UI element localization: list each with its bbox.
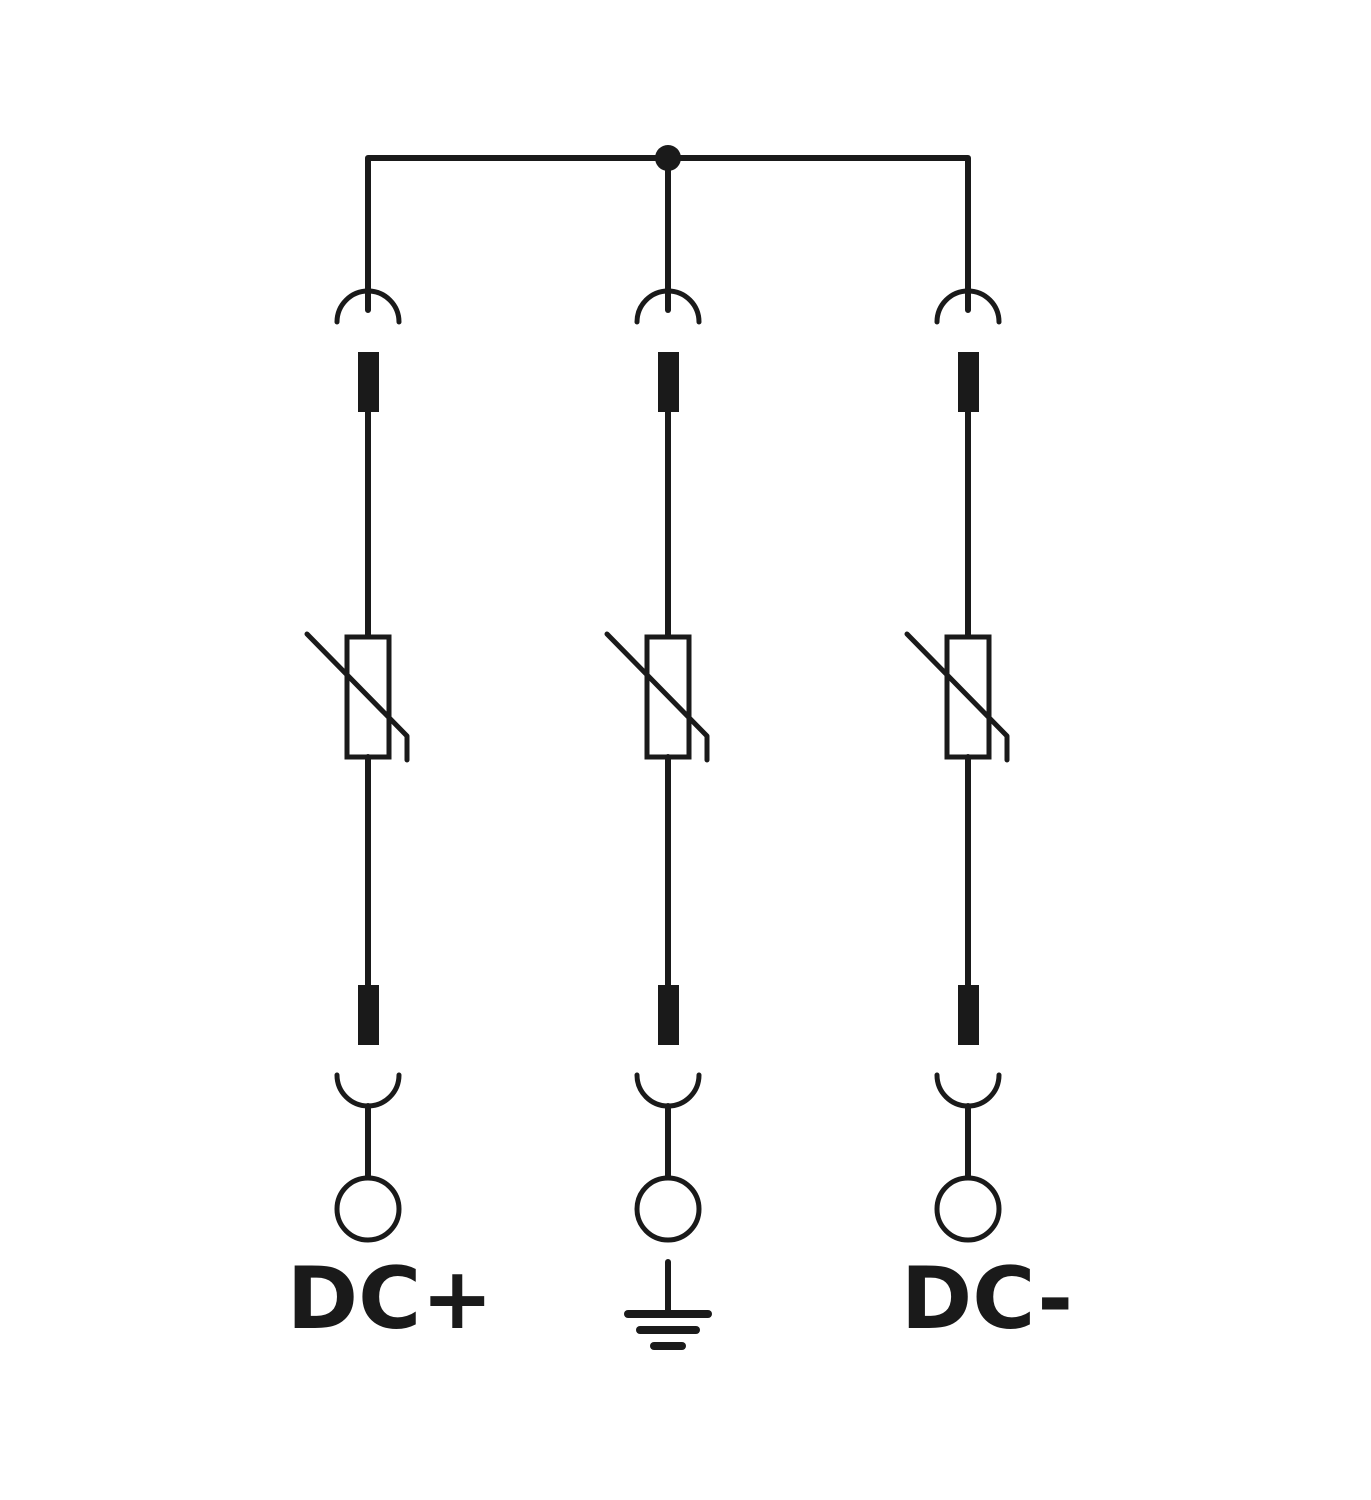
ground-icon [624,1259,712,1350]
branch-dc-plus: DC+ [287,288,494,1349]
branch-dc-minus: DC- [901,288,1073,1349]
label-dc-plus: DC+ [287,1249,494,1349]
plug-socket-bottom [634,1072,702,1109]
terminal-icon [634,1175,702,1243]
plug-socket-bottom [334,1072,402,1109]
plug-socket-top [334,288,402,325]
contact-pin-top [658,352,679,412]
common-bus [365,145,971,313]
terminal-icon [934,1175,1002,1243]
terminal-icon [334,1175,402,1243]
varistor-slash [904,631,1010,763]
contact-pin-top [358,352,379,412]
contact-pin-bottom [958,985,979,1045]
contact-pin-top [958,352,979,412]
varistor-slash [604,631,710,763]
contact-pin-bottom [658,985,679,1045]
plug-socket-top [934,288,1002,325]
contact-pin-bottom [358,985,379,1045]
plug-socket-top [634,288,702,325]
junction-dot [655,145,681,171]
label-dc-minus: DC- [901,1249,1073,1349]
varistor-slash [304,631,410,763]
branch-pe [604,288,712,1350]
plug-socket-bottom [934,1072,1002,1109]
